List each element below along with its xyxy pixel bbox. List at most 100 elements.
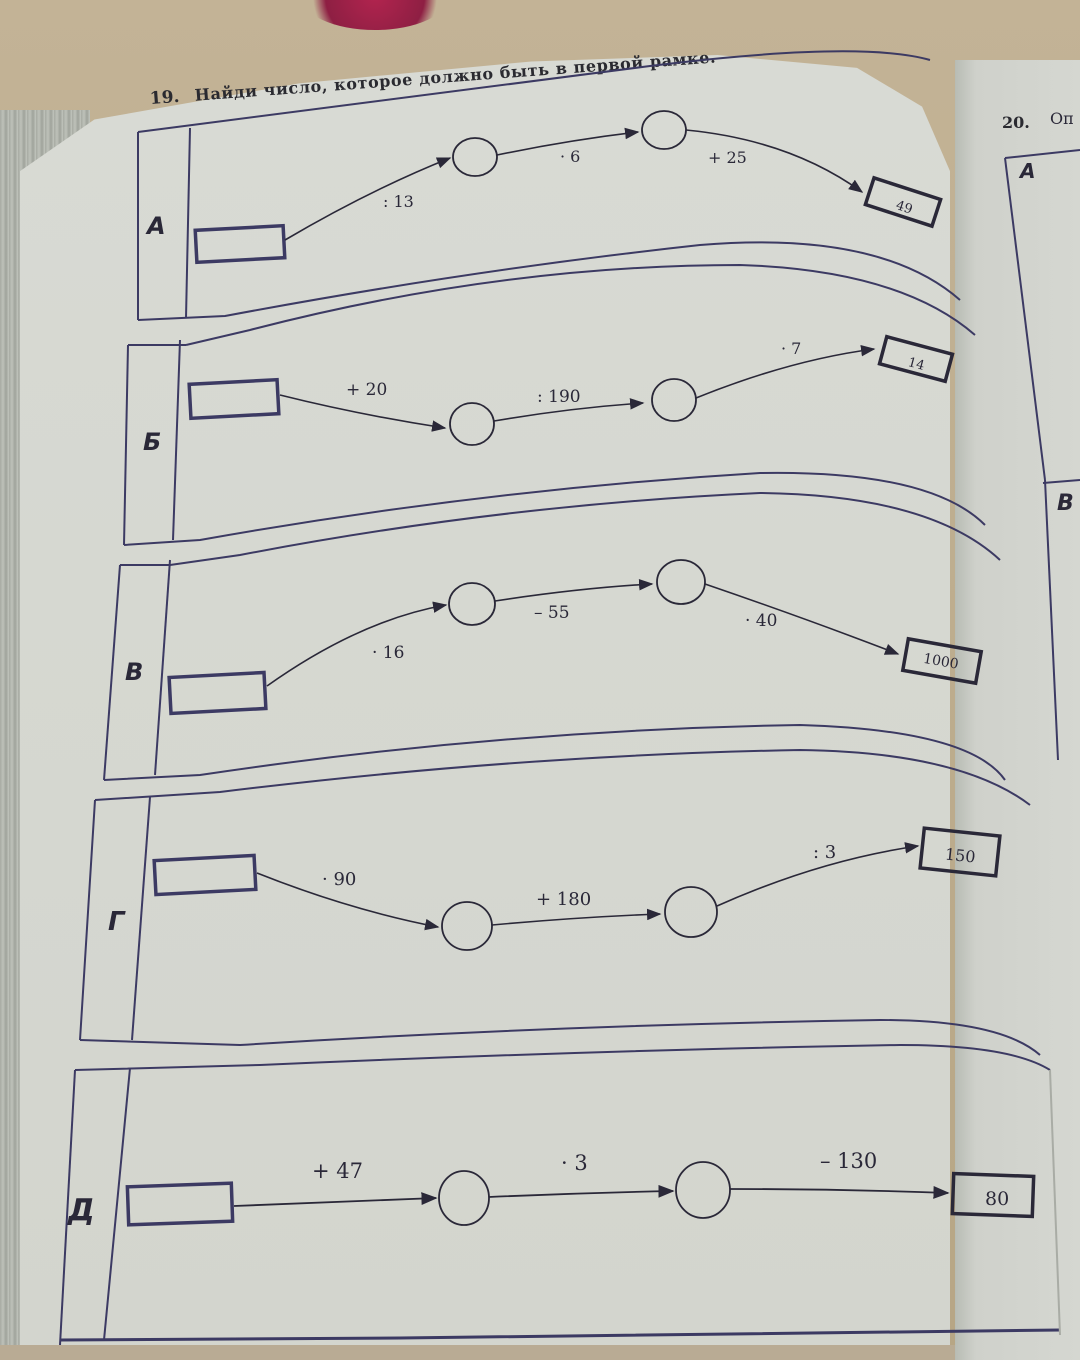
start-answer-box[interactable] (152, 853, 258, 897)
row-b-frame-left (123, 344, 129, 546)
intermediate-circle[interactable] (441, 901, 493, 951)
row-e-frame-left (59, 1069, 76, 1345)
arrow (491, 908, 662, 926)
arrow (729, 1185, 950, 1199)
row-c-frame-top (169, 491, 1001, 566)
row-a (137, 50, 976, 346)
row-e-letter-divider (103, 1067, 131, 1341)
row-d-frame-left (79, 799, 96, 1041)
intermediate-circle[interactable] (641, 110, 687, 150)
exercise-20-partial: 20. Оп А В (1002, 109, 1080, 761)
frame-line (1004, 149, 1080, 159)
result-value: 80 (985, 1188, 1009, 1210)
row-e-chain: 80 + 47 · 3 – 130 (125, 1149, 1036, 1227)
row-e-frame-bottom (59, 1328, 1061, 1342)
page-right-edge (1049, 1069, 1061, 1336)
operation-label: : 3 (813, 842, 836, 863)
row-d-letter-divider (131, 796, 151, 1041)
operation-label: · 7 (781, 339, 801, 358)
operation-label: · 3 (561, 1151, 588, 1175)
result-box (950, 1171, 1036, 1219)
operation-label: + 25 (708, 148, 747, 167)
exercise-number: 20. (1002, 113, 1030, 132)
start-answer-box[interactable] (167, 670, 268, 716)
operation-label: + 20 (346, 380, 387, 400)
textbook-page-right (955, 60, 1080, 1360)
arrow (284, 157, 452, 241)
row-d (74, 796, 1051, 1071)
row-b-frame-bottom (123, 471, 986, 546)
row-a-letter-divider (185, 127, 191, 319)
row-c-letter-divider (154, 559, 171, 776)
frame-line (1004, 157, 1046, 481)
result-value: 14 (906, 355, 926, 374)
row-e (59, 1067, 1061, 1345)
operation-label: + 180 (536, 889, 591, 910)
row-b (123, 339, 1001, 566)
intermediate-circle[interactable] (452, 137, 498, 177)
operation-label: · 40 (745, 611, 777, 631)
exercise-instruction: Найди число, которое должно быть в перво… (194, 47, 717, 104)
operation-label: · 6 (560, 147, 580, 166)
arrow (685, 129, 864, 193)
row-a-frame-top (137, 50, 931, 133)
result-box (900, 636, 984, 686)
arrow (496, 127, 640, 156)
result-value: 150 (944, 844, 976, 866)
intermediate-circle[interactable] (449, 402, 495, 446)
intermediate-circle[interactable] (651, 378, 697, 422)
intermediate-circle[interactable] (438, 1170, 490, 1226)
intermediate-circle[interactable] (675, 1161, 731, 1219)
textbook-page-left (20, 55, 950, 1345)
arrow (695, 344, 876, 399)
operation-label: · 16 (372, 643, 404, 663)
arrow (716, 842, 920, 907)
row-letter: В (125, 658, 143, 686)
intermediate-circle[interactable] (664, 886, 718, 938)
row-b-frame-top (185, 263, 976, 346)
start-answer-box[interactable] (125, 1181, 235, 1227)
row-letter: Д (67, 1193, 95, 1228)
frame-line (1044, 479, 1059, 761)
row-c-frame-bottom (103, 723, 1006, 781)
result-value: 1000 (922, 651, 960, 673)
arrow (256, 872, 440, 931)
row-d-chain: 150 · 90 + 180 : 3 (152, 826, 1002, 951)
operation-label: – 55 (534, 603, 570, 623)
arrow (494, 578, 654, 602)
row-b-letter-divider (172, 339, 181, 541)
row-c-frame-left (103, 564, 121, 781)
start-answer-box[interactable] (193, 223, 287, 265)
arrow (266, 601, 448, 687)
arrow (704, 583, 900, 655)
row-e-frame-top (74, 1043, 1051, 1071)
arrow (493, 398, 645, 422)
start-answer-box[interactable] (187, 377, 281, 421)
result-box (863, 175, 943, 229)
intermediate-circle[interactable] (448, 582, 496, 626)
row-letter: Б (143, 428, 161, 456)
result-box (877, 334, 955, 384)
row-letter: А (145, 212, 166, 240)
operation-label: : 13 (383, 192, 414, 211)
row-d-frame-top (94, 748, 1031, 806)
result-value: 49 (894, 198, 914, 217)
intermediate-circle[interactable] (656, 559, 706, 605)
row-b-chain: 14 + 20 : 190 · 7 (187, 334, 955, 446)
row-letter: Г (108, 907, 126, 937)
result-box (918, 826, 1002, 878)
exercise-number: 19. (149, 87, 180, 109)
operation-label: · 90 (322, 869, 356, 890)
row-c (94, 559, 1031, 806)
exercise-19-heading: 19. Найди число, которое должно быть в п… (149, 47, 717, 109)
frame-line (1042, 479, 1080, 484)
operation-label: : 190 (537, 387, 581, 407)
operation-label: – 130 (820, 1149, 877, 1173)
row-letter: В (1057, 491, 1074, 516)
exercise-instruction-fragment: Оп (1050, 109, 1074, 128)
row-a-frame-bottom (137, 241, 961, 321)
arrow (279, 394, 447, 432)
row-letter: А (1018, 159, 1035, 183)
row-a-chain: 49 : 13 · 6 + 25 (193, 110, 943, 265)
